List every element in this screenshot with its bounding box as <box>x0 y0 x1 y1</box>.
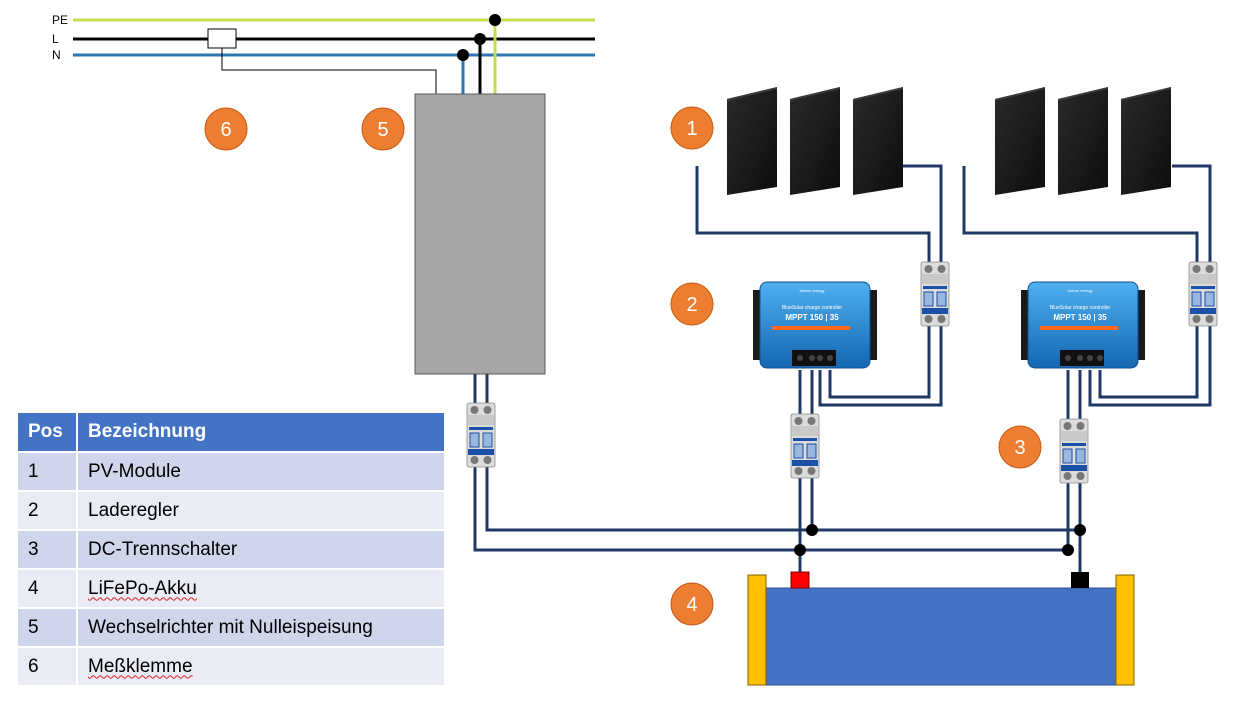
legend-name: Laderegler <box>77 490 446 530</box>
legend-pos: 4 <box>18 568 78 608</box>
dc-wiring <box>473 164 1212 573</box>
legend-pos: 3 <box>18 529 78 569</box>
svg-text:6: 6 <box>220 119 231 141</box>
l-junction <box>474 33 486 45</box>
legend-row: 2 Laderegler <box>18 490 446 530</box>
pv-panel-icon <box>727 87 903 195</box>
dc-breaker-icon <box>790 413 820 479</box>
charge-controller-icon: victron energy BlueSolar charge controll… <box>753 281 877 369</box>
legend-row: 1 PV-Module <box>18 451 446 491</box>
dc-breaker-icon <box>1188 261 1218 327</box>
svg-text:1: 1 <box>686 118 697 140</box>
l-label: L <box>52 32 59 46</box>
legend-name: DC-Trennschalter <box>77 529 446 569</box>
svg-text:4: 4 <box>686 594 697 616</box>
current-clamp-icon <box>207 28 437 94</box>
legend-row: 5 Wechselrichter mit Nulleispeisung <box>18 607 446 647</box>
legend-table: Pos Bezeichnung 1 PV-Module 2 Laderegler… <box>18 413 446 685</box>
legend-row: 4 LiFePo-Akku <box>18 568 446 608</box>
brand-text: victron energy <box>799 288 824 293</box>
position-marker-1: 1 <box>670 106 714 150</box>
brand-text: victron energy <box>1067 288 1092 293</box>
legend-pos: 6 <box>18 646 78 685</box>
legend-name: LiFePo-Akku <box>77 568 446 608</box>
legend-name: PV-Module <box>77 451 446 491</box>
mains-lines: PE L N <box>52 13 595 62</box>
product-line-text: BlueSolar charge controller <box>1050 305 1111 311</box>
battery-icon <box>747 571 1135 686</box>
position-marker-2: 2 <box>670 282 714 326</box>
legend-name-text: Meßklemme <box>88 655 193 677</box>
svg-text:2: 2 <box>686 294 697 316</box>
pv-panel-icon <box>995 87 1171 195</box>
legend-name: Meßklemme <box>77 646 446 685</box>
legend-header-row: Pos Bezeichnung <box>18 413 446 452</box>
svg-text:5: 5 <box>377 119 388 141</box>
legend-header-pos: Pos <box>18 413 78 452</box>
n-junction <box>457 49 469 61</box>
svg-text:3: 3 <box>1014 437 1025 459</box>
position-marker-5: 5 <box>361 107 405 151</box>
pe-label: PE <box>52 13 68 27</box>
model-text: MPPT 150 | 35 <box>785 313 839 322</box>
position-marker-3: 3 <box>998 425 1042 469</box>
legend-header-name: Bezeichnung <box>77 413 446 452</box>
charge-controller-icon: victron energy BlueSolar charge controll… <box>1021 281 1145 369</box>
legend-row: 3 DC-Trennschalter <box>18 529 446 569</box>
legend-row: 6 Meßklemme <box>18 646 446 685</box>
legend-pos: 2 <box>18 490 78 530</box>
inverter-ac-connections <box>457 14 501 94</box>
legend-name-text: LiFePo-Akku <box>88 577 197 599</box>
legend-pos: 1 <box>18 451 78 491</box>
dc-breaker-icon <box>920 261 950 327</box>
position-marker-6: 6 <box>204 107 248 151</box>
position-marker-4: 4 <box>670 582 714 626</box>
pe-junction <box>489 14 501 26</box>
product-line-text: BlueSolar charge controller <box>782 305 843 311</box>
legend-name: Wechselrichter mit Nulleispeisung <box>77 607 446 647</box>
dc-breaker-icon <box>1059 418 1089 484</box>
battery-positive-terminal <box>790 571 810 589</box>
dc-junctions <box>794 524 1086 556</box>
legend-pos: 5 <box>18 607 78 647</box>
model-text: MPPT 150 | 35 <box>1053 313 1107 322</box>
dc-breaker-icon <box>466 402 496 468</box>
inverter-icon <box>414 93 546 375</box>
battery-negative-terminal <box>1071 572 1089 588</box>
n-label: N <box>52 48 61 62</box>
